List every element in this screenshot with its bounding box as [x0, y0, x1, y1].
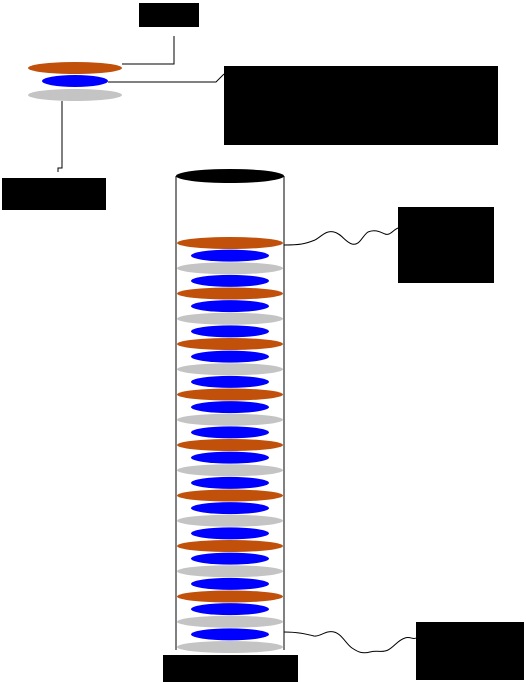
tube-disc-orange [177, 590, 283, 603]
tube-disc-blue [191, 350, 269, 363]
tube-disc-blue [191, 451, 269, 464]
connector-right-large [108, 73, 225, 83]
tube-disc-gray [177, 363, 283, 376]
tube-disc-gray [177, 464, 283, 477]
label-box-right-lower [416, 622, 524, 680]
tube-disc-blue [191, 603, 269, 616]
tube-disc-gray [177, 615, 283, 628]
connector-left [57, 101, 63, 172]
tube-disc-gray [177, 565, 283, 578]
label-box-bottom [163, 655, 298, 682]
tube-disc-blue [191, 274, 269, 287]
tube-disc-blue [191, 325, 269, 338]
tube-disc-blue [191, 628, 269, 641]
tube-disc-blue [191, 577, 269, 590]
tube-disc-gray [177, 413, 283, 426]
tube-disc-blue [191, 375, 269, 388]
tube-disc-orange [177, 489, 283, 502]
tube-disc-gray [177, 641, 283, 653]
tube-disc-orange [177, 439, 283, 451]
tube-disc-blue [191, 527, 269, 540]
label-box-left [2, 178, 106, 210]
tube-disc-orange [177, 540, 283, 552]
wavy-connector-upper [283, 227, 399, 246]
tube-disc-blue [191, 249, 269, 262]
legend-disc-orange [28, 62, 122, 74]
label-box-right-large [224, 66, 498, 145]
tube-disc-orange [177, 287, 283, 300]
tube-disc-blue [191, 401, 269, 414]
tube-disc-orange [177, 388, 283, 401]
tube-disc-blue [191, 502, 269, 515]
tube-disc-blue [191, 426, 269, 439]
connector-top [122, 36, 175, 65]
tube-disc-orange [177, 237, 283, 249]
tube-disc-blue [191, 552, 269, 565]
tube-disc-blue [191, 300, 269, 313]
label-box-right-upper [398, 207, 494, 283]
tube-disc-gray [177, 514, 283, 527]
tube-cap [176, 169, 284, 183]
label-box-top [139, 3, 199, 27]
legend-disc-gray [28, 89, 122, 101]
legend-disc-blue [42, 75, 108, 87]
tube-disc-gray [177, 312, 283, 325]
tube-disc-gray [177, 262, 283, 275]
tube-layers [177, 237, 283, 653]
tube-disc-blue [191, 476, 269, 489]
wavy-connector-lower [283, 631, 417, 654]
tube-disc-orange [177, 338, 283, 350]
